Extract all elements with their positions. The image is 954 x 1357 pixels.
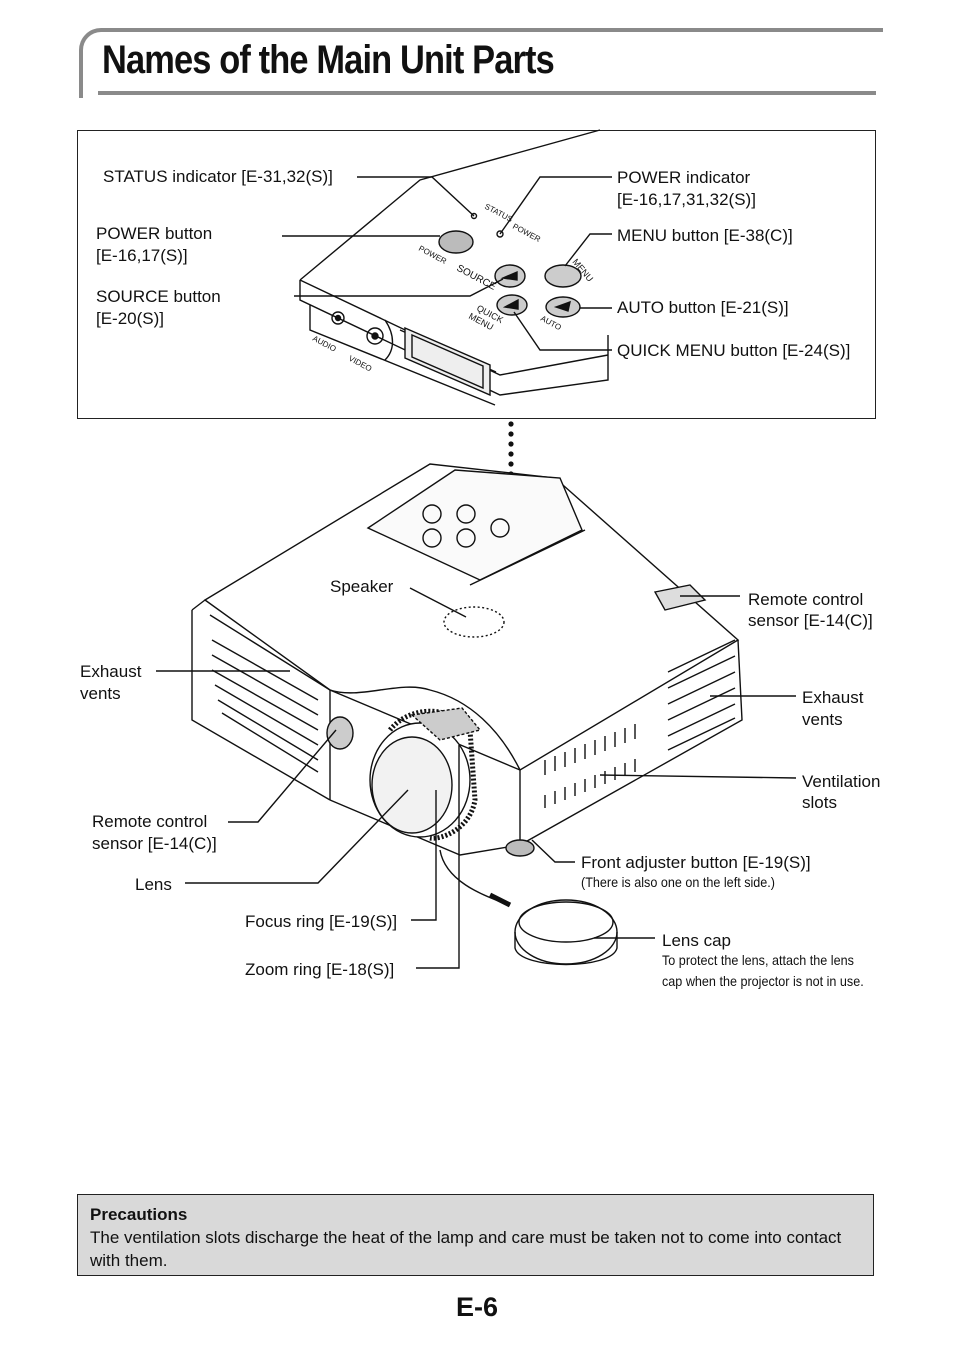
- panel-marking-video: VIDEO: [347, 354, 373, 374]
- power-indicator-ref: [E-16,17,31,32(S)]: [617, 190, 756, 209]
- remote-sensor-front-ref: sensor [E-14(C)]: [92, 834, 217, 853]
- quick-menu-button-label: QUICK MENU button [E-24(S)]: [617, 341, 851, 360]
- precautions-text: The ventilation slots discharge the heat…: [90, 1228, 842, 1270]
- exhaust-vents-right-label: Exhaust: [802, 688, 864, 707]
- remote-sensor-front-label: Remote control: [92, 812, 208, 831]
- power-button-ref: [E-16,17(S)]: [96, 246, 188, 265]
- remote-sensor-top-label: Remote control: [748, 590, 864, 609]
- exhaust-vents-left-label: Exhaust: [80, 662, 142, 681]
- source-button-label: SOURCE button: [96, 287, 221, 306]
- power-button-label: POWER button: [96, 224, 213, 243]
- panel-marking-audio: AUDIO: [311, 334, 338, 354]
- panel-marking-power-indicator: POWER: [511, 222, 542, 244]
- panel-marking-source: SOURCE: [455, 263, 498, 293]
- lens-label: Lens: [135, 875, 172, 894]
- title-underline: [98, 91, 876, 95]
- auto-button-label: AUTO button [E-21(S)]: [617, 298, 789, 317]
- precautions-title: Precautions: [90, 1205, 188, 1224]
- lens-cap-note-2: cap when the projector is not in use.: [662, 973, 864, 989]
- status-indicator-label: STATUS indicator [E-31,32(S)]: [103, 167, 333, 186]
- page-title: Names of the Main Unit Parts: [102, 38, 555, 82]
- page-number: E-6: [455, 1292, 499, 1322]
- precautions-box: Precautions The ventilation slots discha…: [77, 1194, 874, 1276]
- exhaust-vents-left-label-2: vents: [80, 684, 121, 703]
- speaker-label: Speaker: [330, 577, 394, 596]
- remote-sensor-top-ref: sensor [E-14(C)]: [748, 611, 873, 630]
- panel-marking-status: STATUS: [483, 202, 514, 224]
- lens-cap-label: Lens cap: [662, 931, 731, 950]
- power-indicator-label: POWER indicator: [617, 168, 751, 187]
- ventilation-slots-label-2: slots: [802, 793, 837, 812]
- lens-cap-note: To protect the lens, attach the lens: [662, 952, 854, 968]
- source-button-ref: [E-20(S)]: [96, 309, 165, 328]
- title-bracket: [79, 28, 883, 98]
- ventilation-slots-label: Ventilation: [802, 772, 881, 791]
- menu-button-label: MENU button [E-38(C)]: [617, 226, 793, 245]
- front-adjuster-note: (There is also one on the left side.): [581, 874, 776, 890]
- focus-ring-label: Focus ring [E-19(S)]: [245, 912, 398, 931]
- zoom-ring-label: Zoom ring [E-18(S)]: [245, 960, 395, 979]
- exhaust-vents-right-label-2: vents: [802, 710, 843, 729]
- front-adjuster-label: Front adjuster button [E-19(S)]: [581, 853, 811, 872]
- control-panel-detail-box: [77, 130, 876, 419]
